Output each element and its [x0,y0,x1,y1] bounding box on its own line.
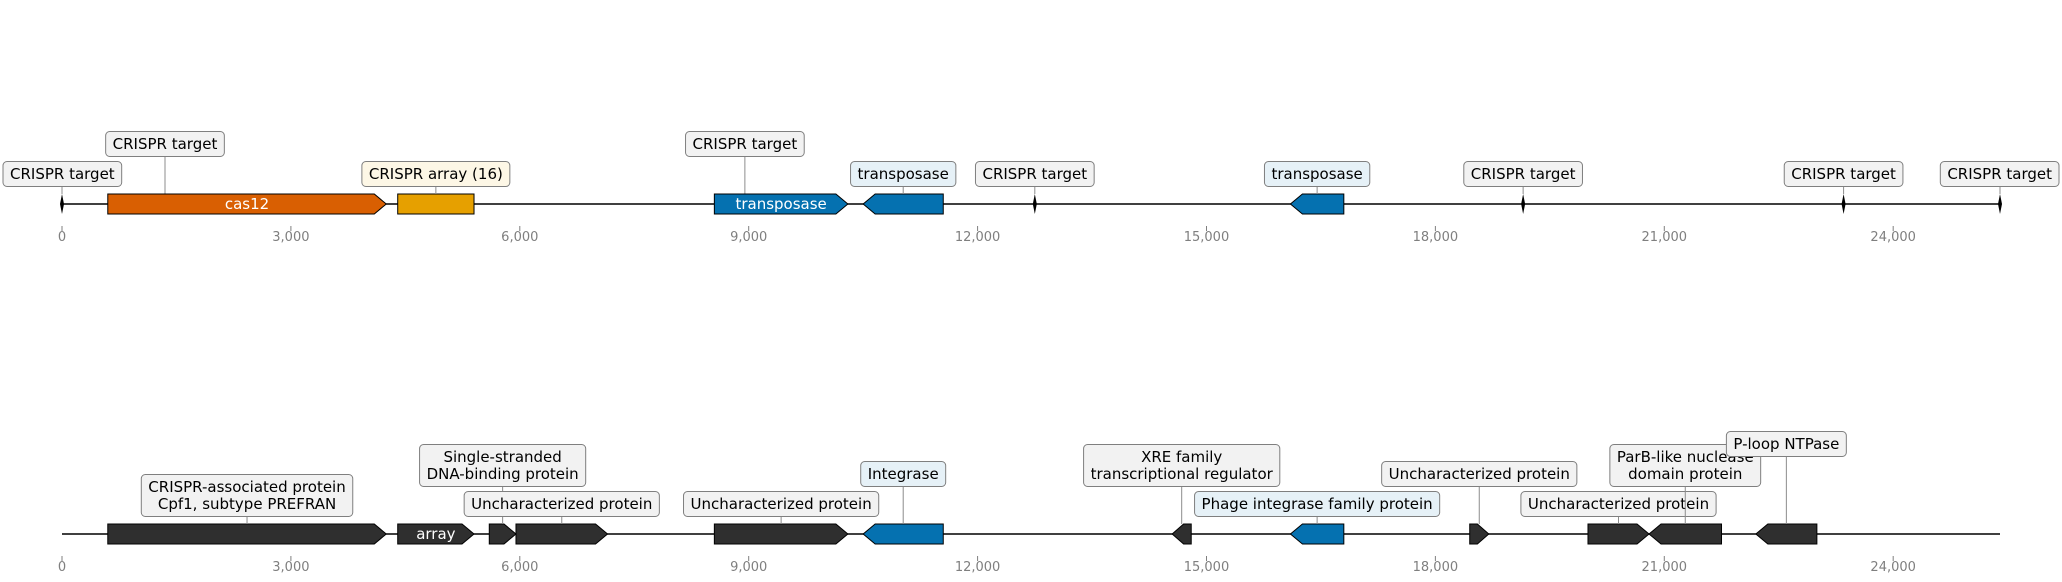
feature-label-box [463,491,660,517]
feature-label-box [1939,161,2060,187]
axis-tick-label: 0 [58,230,66,245]
feature-label: Uncharacterized protein [471,495,652,513]
gene-feature[interactable] [713,193,849,215]
feature-label: P-loop NTPase [1733,435,1839,453]
gene-inner-label: transposase [735,195,826,213]
feature-label: Phage integrase family protein [1202,495,1433,513]
feature-label: CRISPR target [113,135,218,153]
feature-label-box [860,461,947,487]
gene-feature[interactable] [1289,193,1345,215]
crispr-target-marker [1998,194,2002,214]
feature-label-box [105,131,225,157]
feature-label: CRISPR target [10,165,115,183]
track-2: 0 3,000 6,000 9,000 12,000 15,000 18,000 21,000… [58,431,2000,575]
feature-label-box [1783,161,1904,187]
gene-inner-label: cas12 [225,195,269,213]
feature-label-box [1083,444,1281,487]
crispr-target-marker [1841,194,1846,214]
feature-label: CRISPR target [693,135,798,153]
feature-label-box [2,161,123,187]
feature-label: CRISPR target [1471,165,1576,183]
axis-tick-label: 21,000 [1642,230,1688,245]
gene-feature[interactable] [488,523,517,545]
axis-tick-label: 9,000 [730,560,767,575]
axis-tick-label: 12,000 [955,560,1001,575]
feature-label-box [850,161,957,187]
gene-feature[interactable] [1171,523,1192,545]
axis-tick-label: 24,000 [1870,560,1916,575]
feature-label-box [1725,431,1847,457]
feature-label: DNA-binding protein [427,465,579,483]
axis-tick-label: 3,000 [272,230,309,245]
axis-tick-label: 12,000 [955,230,1001,245]
gene-feature[interactable] [397,193,475,215]
gene-feature[interactable] [1648,523,1723,545]
feature-label-box [1194,491,1441,517]
gene-feature[interactable] [397,523,475,545]
axis-tick-label: 18,000 [1413,230,1459,245]
feature-label-box [685,131,805,157]
feature-label-box [419,444,587,487]
feature-label: transcriptional regulator [1091,465,1274,483]
feature-label-box [1381,461,1578,487]
feature-label: transposase [1271,165,1362,183]
axis-tick-label: 0 [58,560,66,575]
axis-tick-label: 9,000 [730,230,767,245]
feature-label: Cpf1, subtype PREFRAN [158,495,336,513]
feature-label-box [1463,161,1583,187]
feature-label: transposase [858,165,949,183]
feature-label-box [683,491,880,517]
feature-label: Uncharacterized protein [1389,465,1570,483]
crispr-target-marker [1032,194,1037,214]
crispr-target-marker [60,194,64,214]
feature-label-box [1263,161,1371,187]
track-1: 0 3,000 6,000 9,000 12,000 15,000 18,000 21,000… [2,131,2060,245]
gene-feature[interactable] [1755,523,1818,545]
gene-feature[interactable] [713,523,849,545]
axis-tick-label: 6,000 [501,560,538,575]
gene-feature[interactable] [107,193,388,215]
gene-feature[interactable] [107,523,388,545]
feature-label-box [1609,444,1762,487]
feature-label: Integrase [868,465,939,483]
feature-label: Uncharacterized protein [1528,495,1709,513]
axis-tick-label: 6,000 [501,230,538,245]
gene-feature[interactable] [1289,523,1345,545]
axis-tick-label: 3,000 [272,560,309,575]
feature-label: Uncharacterized protein [691,495,872,513]
feature-label: Single-stranded [443,448,561,466]
feature-label: CRISPR target [1947,165,2052,183]
feature-label-box [361,161,511,187]
feature-label: domain protein [1628,465,1742,483]
feature-label: CRISPR-associated protein [148,478,345,496]
gene-feature[interactable] [862,193,944,215]
feature-label: CRISPR target [1791,165,1896,183]
gene-inner-label: array [416,525,455,543]
axis-tick-label: 15,000 [1184,560,1230,575]
feature-label-box [1520,491,1717,517]
gene-feature[interactable] [1587,523,1650,545]
axis-tick-label: 21,000 [1642,560,1688,575]
feature-label-box [974,161,1095,187]
feature-label-box [140,474,354,517]
axis-tick-label: 24,000 [1870,230,1916,245]
gene-feature[interactable] [862,523,944,545]
feature-label: CRISPR array (16) [369,165,503,183]
feature-label: CRISPR target [982,165,1087,183]
axis-tick-label: 15,000 [1184,230,1230,245]
gene-feature[interactable] [515,523,609,545]
axis-tick-label: 18,000 [1413,560,1459,575]
gene-feature[interactable] [1469,523,1490,545]
feature-label: ParB-like nuclease [1617,448,1754,466]
crispr-target-marker [1521,194,1526,214]
feature-label: XRE family [1141,448,1222,466]
